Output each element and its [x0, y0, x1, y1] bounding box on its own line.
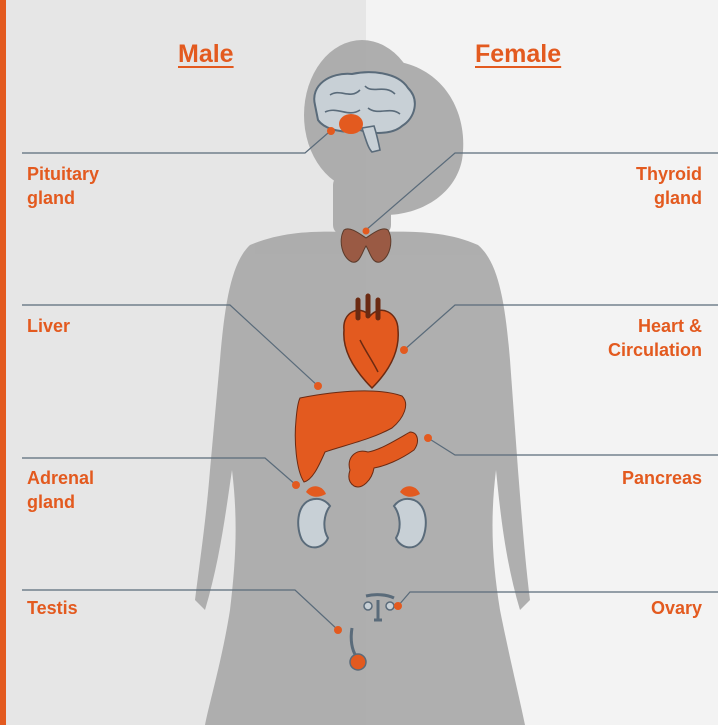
heart-label: Heart & Circulation [608, 314, 702, 362]
heart-label-line1: Heart & [608, 314, 702, 338]
pancreas-label: Pancreas [622, 466, 702, 490]
adrenal-label-line1: Adrenal [27, 466, 94, 490]
liver-label: Liver [27, 314, 70, 338]
thyroid-label: Thyroid gland [636, 162, 702, 210]
thyroid-label-line1: Thyroid [636, 162, 702, 186]
ovary-label: Ovary [651, 596, 702, 620]
pituitary-label-line1: Pituitary [27, 162, 99, 186]
heart-label-line2: Circulation [608, 338, 702, 362]
thyroid-label-line2: gland [636, 186, 702, 210]
female-heading: Female [475, 40, 561, 69]
pituitary-label-line2: gland [27, 186, 99, 210]
pituitary-label: Pituitary gland [27, 162, 99, 210]
adrenal-label: Adrenal gland [27, 466, 94, 514]
adrenal-label-line2: gland [27, 490, 94, 514]
body-silhouette [195, 40, 530, 725]
pituitary-line [22, 133, 328, 153]
testis-label: Testis [27, 596, 78, 620]
male-heading: Male [178, 40, 234, 69]
